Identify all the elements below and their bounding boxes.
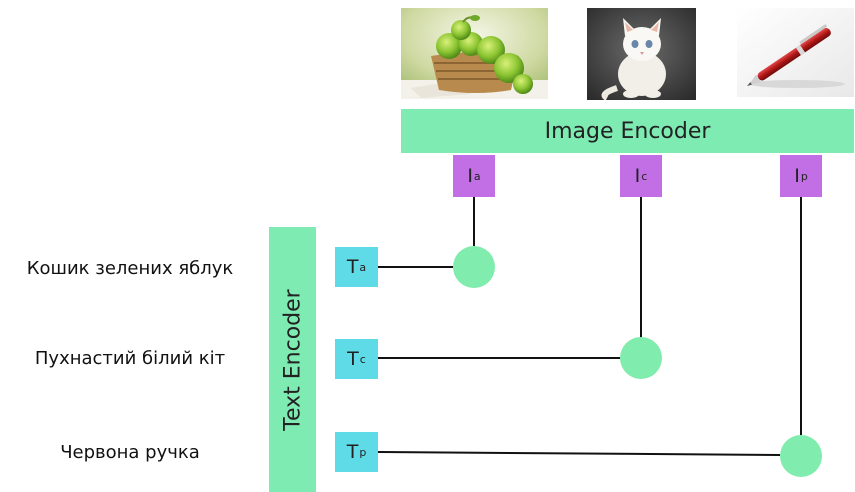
- image-embedding-subscript: a: [473, 169, 481, 183]
- image-embedding-subscript: p: [800, 169, 808, 183]
- caption-kitten: Пухнастий білий кіт: [34, 348, 226, 369]
- image-embedding-symbol: I: [794, 165, 800, 187]
- text-embedding-subscript: p: [359, 445, 367, 459]
- kitten-photo: [587, 8, 696, 100]
- caption-apples: Кошик зелених яблук: [26, 258, 234, 279]
- match-dot-c: [620, 337, 662, 379]
- image-encoder-label: Image Encoder: [544, 118, 711, 144]
- text-encoder-bar: Text Encoder: [269, 227, 316, 492]
- text-encoder-label: Text Encoder: [280, 288, 305, 431]
- line-text-p: [377, 451, 781, 456]
- text-embedding-subscript: c: [359, 352, 366, 366]
- image-embedding-symbol: I: [634, 165, 641, 187]
- pen-photo: [737, 8, 854, 97]
- text-embedding-symbol: T: [347, 348, 359, 370]
- image-embedding-symbol: I: [467, 165, 473, 187]
- text-embedding-symbol: T: [346, 441, 359, 463]
- image-embedding-subscript: c: [641, 169, 648, 183]
- text-embedding-subscript: a: [359, 260, 367, 274]
- image-encoder-bar: Image Encoder: [401, 109, 854, 153]
- apple-basket-photo: [401, 8, 548, 99]
- text-embedding-symbol: T: [346, 256, 359, 278]
- caption-pen: Червона ручка: [60, 442, 200, 463]
- match-dot-p: [780, 435, 822, 477]
- match-dot-a: [453, 246, 495, 288]
